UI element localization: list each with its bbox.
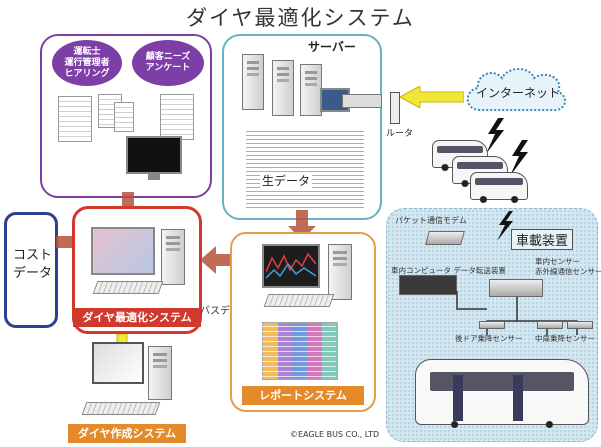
lightning-bolt-3-shape [497,211,513,241]
report-monitor [262,244,320,288]
server-tower-2 [272,60,294,116]
packet-modem [425,231,465,245]
internet-label: インターネット [476,86,561,100]
bus-3 [470,172,528,203]
router-label: ルータ [386,129,414,139]
optimizer-label: ダイヤ最適化システム [73,308,201,327]
onboard-computer-label: 車内コンピュータ データ転送装置 [391,266,506,275]
cost-data-box: コスト データ [4,212,58,328]
lightning-bolt-2-shape [510,140,528,176]
onboard-bus [415,359,589,428]
creator-label: ダイヤ作成システム [68,424,186,443]
internet-cloud-icon [466,68,567,112]
lightning-bolt-2-icon [510,140,528,176]
arrow-report-shape [200,246,234,274]
server-tower-1 [242,54,264,110]
wire-2 [486,297,518,335]
document-3 [114,102,134,132]
wire-1 [456,291,487,310]
report-tower [328,244,352,300]
arrow-report-to-optimizer [200,246,234,274]
lightning-bolt-1-icon [486,118,504,154]
report-table-grid [262,322,336,378]
internet-cloud-shape [466,68,567,112]
report-monitor-graph [266,252,316,279]
optimizer-monitor [91,227,155,275]
arrow-internet-to-router [400,86,464,108]
server-raw-data-lines [246,128,364,210]
lightning-bolt-3-icon [497,211,513,241]
optimizer-box: ダイヤ最適化システム [72,206,202,334]
door-sensor-rear [479,321,505,329]
door-sensor-front [567,321,593,329]
report-line-blue [266,262,316,279]
packet-modem-label: パケット通信モデム [395,216,467,225]
arrow-internet-shape [400,86,464,108]
onboard-box: 車載装置 パケット通信モデム 車内コンピュータ データ転送装置 車内センサー 赤… [386,208,601,442]
onboard-bus-door-2 [513,375,523,421]
report-box: レポートシステム [230,232,376,412]
hearing-box: 運転士 運行管理者 ヒアリング 顧客ニーズ アンケート [40,34,212,198]
creator-monitor [92,342,144,384]
page-title: ダイヤ最適化システム [186,6,415,30]
onboard-computer [399,275,457,295]
copyright-text: ©EAGLE BUS CO., LTD [290,430,380,439]
bus-data-label: バスデータ [200,306,250,317]
router-device [390,92,400,124]
server-box: サーバー 生データ [222,34,382,220]
hearing-bubble-drivers-text: 運転士 運行管理者 ヒアリング [64,46,110,79]
server-label: サーバー [308,40,356,54]
hearing-monitor [126,136,182,174]
report-keyboard [263,294,335,307]
hearing-bubble-customers: 顧客ニーズ アンケート [132,40,204,86]
server-raw-data-label: 生データ [260,172,313,189]
sensor-rear-label: 後ドア乗降センサー [455,334,523,343]
hearing-monitor-stand [148,174,160,180]
report-line-red [266,252,316,273]
report-label: レポートシステム [242,386,364,405]
document-4 [160,94,194,140]
hearing-bubble-drivers: 運転士 運行管理者 ヒアリング [52,40,122,86]
onboard-sensor-box [489,279,543,297]
sensor-top-label: 車内センサー 赤外線通信センサー [535,257,601,276]
document-1 [58,96,92,142]
optimizer-keyboard [92,281,164,294]
onboard-title: 車載装置 [511,229,574,250]
creator-tower [148,346,172,400]
sensor-mid-label: 中扉乗降センサー [535,334,595,343]
onboard-bus-door-1 [453,375,463,421]
server-tower-3 [300,64,322,116]
cost-data-label: コスト データ [13,248,53,281]
hearing-bubble-customers-text: 顧客ニーズ アンケート [145,52,191,73]
lightning-bolt-1-shape [486,118,504,154]
door-sensor-mid [537,321,563,329]
server-rack-unit [342,94,382,108]
optimizer-tower [161,229,185,285]
creator-keyboard [81,402,161,415]
